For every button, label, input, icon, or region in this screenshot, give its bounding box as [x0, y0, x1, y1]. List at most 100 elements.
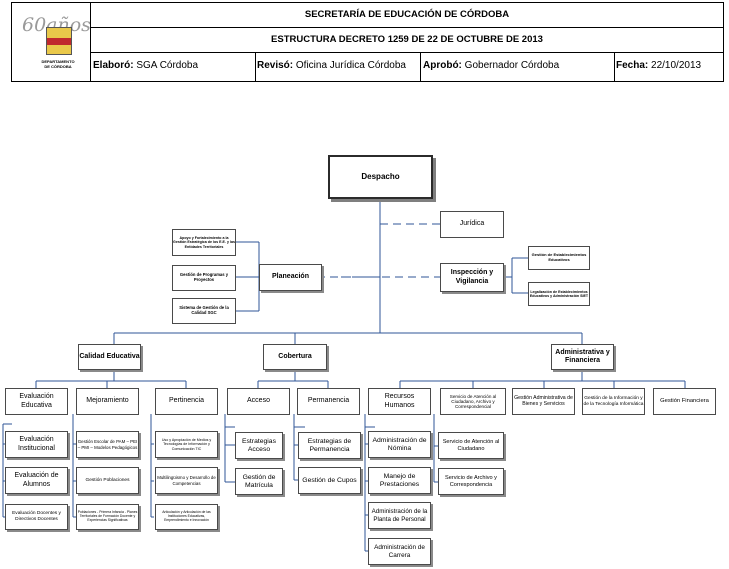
box-perm-estrategias: Estrategias de Permanencia [298, 432, 361, 459]
box-inspeccion: Inspección y Vigilancia [440, 263, 504, 292]
pert-child-2-label: Multilingüismo y Desarrollo de Competenc… [157, 475, 216, 486]
box-plan-programas: Gestión de Programas y Proyectos [172, 265, 236, 291]
inspeccion-label: Inspección y Vigilancia [450, 269, 494, 285]
mej-child-2-label: Gestión Poblaciones [85, 477, 130, 483]
eval-child-3-label: Evaluación Docentes y Directivos Docente… [12, 511, 61, 522]
despacho-label: Despacho [361, 172, 400, 182]
administrativa-label: Administrativa y Financiera [555, 348, 610, 364]
pert-child-3-label: Articulación y Articulación de las Insti… [162, 510, 211, 522]
perm-child-1-label: Estrategias de Permanencia [307, 437, 352, 453]
box-permanencia: Permanencia [297, 388, 360, 415]
mej-child-3-label: Poblaciones - Primera Infancia - Planes … [77, 510, 138, 522]
permanencia-label: Permanencia [307, 397, 350, 405]
page-title: SECRETARÍA DE EDUCACIÓN DE CÓRDOBA [304, 9, 510, 20]
aprobo-label: Aprobó: [423, 60, 462, 71]
eval-child-2-label: Evaluación de Alumnos [14, 472, 59, 488]
mejoramiento-label: Mejoramiento [86, 397, 129, 405]
reviso-value: Oficina Jurídica Córdoba [295, 60, 406, 71]
elaboro-label: Elaboró: [93, 60, 134, 71]
box-calidad-educativa: Calidad Educativa [78, 344, 141, 370]
box-acc-estrategias: Estrategias Acceso [235, 432, 283, 459]
rh-child-3-label: Administración de la Planta de Personal [371, 508, 428, 523]
box-rh-prestaciones: Manejo de Prestaciones [368, 467, 431, 494]
perm-child-2-label: Gestión de Cupos [302, 476, 357, 484]
box-insp-legalizacion: Legalización de Establecimientos Educati… [528, 282, 590, 306]
at-child-1-label: Servicio de Atención al Ciudadano [442, 439, 500, 452]
pertinencia-label: Pertinencia [168, 397, 205, 405]
meta-aprobo: Aprobó: Gobernador Córdoba [423, 60, 559, 71]
header-meta-cell-aprobo [420, 52, 615, 82]
informacion-label: Gestión de la Información y de la Tecnol… [583, 395, 644, 407]
calidad-label: Calidad Educativa [79, 352, 140, 360]
plan-child-2-label: Gestión de Programas y Proyectos [179, 272, 229, 282]
box-pert-tic: Uso y Apropiación de Medios y Tecnología… [155, 431, 218, 458]
box-evaluacion-educativa: Evaluación Educativa [5, 388, 68, 415]
box-rh-carrera: Administración de Carrera [368, 538, 431, 565]
logo-caption-line1: DEPARTAMENTO [41, 59, 75, 64]
mej-child-1-label: Gestión Escolar de PAM – PEI – PMI – Mod… [77, 439, 138, 450]
box-rh-nomina: Administración de Nómina [368, 431, 431, 458]
box-plan-apoyo: Apoyo y Fortalecimiento a la Gestión Est… [172, 229, 236, 256]
box-gestion-financiera: Gestión Financiera [653, 388, 716, 415]
rh-child-4-label: Administración de Carrera [374, 544, 425, 559]
insp-child-1-label: Gestión de Establecimientos Educativos [531, 252, 587, 262]
at-child-2-label: Servicio de Archivo y Correspondencia [445, 475, 497, 488]
box-mej-primera-infancia: Poblaciones - Primera Infancia - Planes … [76, 504, 139, 530]
header-meta-cell-reviso [255, 52, 421, 82]
box-pertinencia: Pertinencia [155, 388, 218, 415]
header-meta-cell-elaboro [90, 52, 256, 82]
box-at-archivo: Servicio de Archivo y Correspondencia [438, 468, 504, 495]
juridica-label: Jurídica [459, 220, 485, 228]
plan-child-1-label: Apoyo y Fortalecimiento a la Gestión Est… [173, 236, 235, 249]
reviso-label: Revisó: [257, 60, 294, 71]
box-perm-cupos: Gestión de Cupos [298, 467, 361, 494]
planeacion-label: Planeación [272, 273, 309, 281]
atencion-label: Servicio de Atención al Ciudadano, Archi… [449, 393, 497, 410]
box-bienes-servicios: Gestión Administrativa de Bienes y Servi… [512, 388, 575, 415]
coat-of-arms-icon [46, 27, 72, 55]
box-recursos-humanos: Recursos Humanos [368, 388, 431, 415]
eval-educativa-label: Evaluación Educativa [19, 393, 54, 409]
page-subtitle: ESTRUCTURA DECRETO 1259 DE 22 DE OCTUBRE… [271, 34, 543, 45]
header-title-cell [90, 2, 724, 28]
box-cobertura: Cobertura [263, 344, 327, 370]
box-acc-matricula: Gestión de Matrícula [235, 468, 283, 495]
bienes-label: Gestión Administrativa de Bienes y Servi… [514, 394, 573, 407]
box-eval-alumnos: Evaluación de Alumnos [5, 467, 68, 494]
box-mej-gestion-escolar: Gestión Escolar de PAM – PEI – PMI – Mod… [76, 431, 139, 458]
insp-child-2-label: Legalización de Establecimientos Educati… [529, 289, 589, 298]
aprobo-value: Gobernador Córdoba [464, 60, 560, 71]
meta-fecha: Fecha: 22/10/2013 [616, 60, 701, 71]
box-insp-establecimientos: Gestión de Establecimientos Educativos [528, 246, 590, 270]
financiera-label: Gestión Financiera [660, 398, 709, 405]
header-meta-cell-fecha [614, 52, 724, 82]
box-eval-institucional: Evaluación Institucional [5, 431, 68, 458]
box-mejoramiento: Mejoramiento [76, 388, 139, 415]
acceso-label: Acceso [247, 397, 270, 405]
meta-reviso: Revisó: Oficina Jurídica Córdoba [257, 60, 406, 71]
acc-child-2-label: Gestión de Matrícula [242, 473, 276, 489]
logo-60-anos: 60años [22, 14, 91, 36]
recursos-humanos-label: Recursos Humanos [384, 393, 415, 409]
box-juridica: Jurídica [440, 211, 504, 238]
fecha-label: Fecha: [616, 60, 649, 71]
box-planeacion: Planeación [259, 264, 322, 291]
meta-elaboro: Elaboró: SGA Córdoba [93, 60, 198, 71]
box-pert-articulacion: Articulación y Articulación de las Insti… [155, 504, 218, 530]
rh-child-1-label: Administración de Nómina [372, 436, 427, 452]
acc-child-1-label: Estrategias Acceso [241, 437, 276, 453]
box-pert-multilinguismo: Multilingüismo y Desarrollo de Competenc… [155, 467, 218, 494]
rh-child-2-label: Manejo de Prestaciones [379, 472, 420, 488]
logo-caption-line2: DE CÓRDOBA [44, 63, 72, 69]
cobertura-label: Cobertura [278, 352, 312, 360]
box-plan-sgc: Sistema de Gestión de la Calidad SGC [172, 298, 236, 324]
box-despacho: Despacho [328, 155, 433, 199]
box-administrativa: Administrativa y Financiera [551, 344, 614, 370]
logo-caption: DEPARTAMENTO DE CÓRDOBA [28, 59, 88, 69]
box-rh-planta: Administración de la Planta de Personal [368, 502, 431, 529]
box-atencion-ciudadano: Servicio de Atención al Ciudadano, Archi… [440, 388, 506, 415]
plan-child-3-label: Sistema de Gestión de la Calidad SGC [179, 305, 229, 315]
header-subtitle-cell [90, 27, 724, 53]
box-mej-poblaciones: Gestión Poblaciones [76, 467, 139, 494]
